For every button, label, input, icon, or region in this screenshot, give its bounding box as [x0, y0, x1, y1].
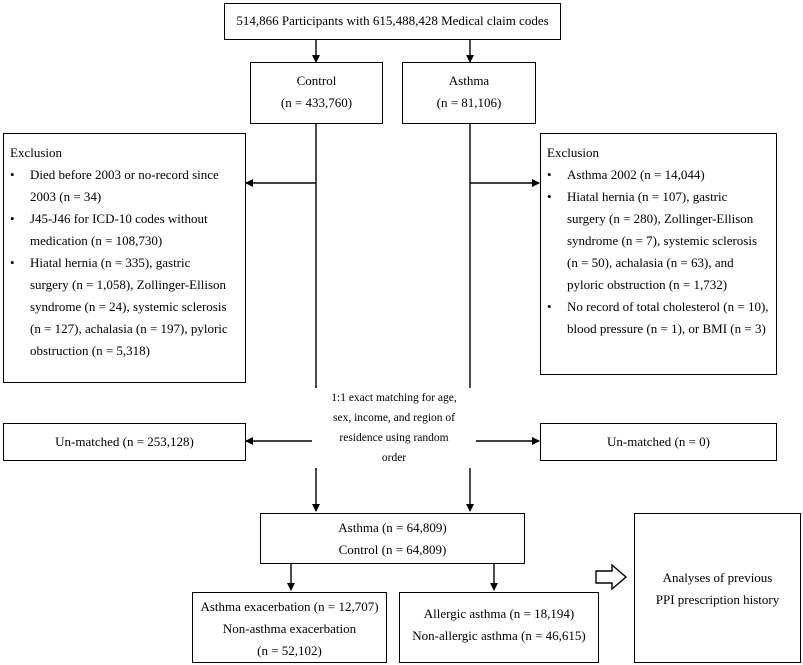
exclusion-left-item: Hiatal hernia (n = 335), gastric surgery… — [10, 252, 241, 362]
exclusion-left-item: Died before 2003 or no-record since 2003… — [10, 164, 241, 208]
control-box: Control (n = 433,760) — [250, 62, 383, 124]
asthma-label: Asthma — [448, 73, 490, 88]
exclusion-left-box: Exclusion Died before 2003 or no-record … — [3, 133, 246, 383]
unmatched-right-box: Un-matched (n = 0) — [540, 423, 777, 461]
allergic-box: Allergic asthma (n = 18,194) Non-allergi… — [399, 592, 599, 663]
exclusion-right-list: Asthma 2002 (n = 14,044) Hiatal hernia (… — [541, 164, 776, 340]
exclusion-right-box: Exclusion Asthma 2002 (n = 14,044) Hiata… — [540, 133, 777, 375]
exclusion-left-list: Died before 2003 or no-record since 2003… — [4, 164, 245, 362]
exclusion-right-title: Exclusion — [547, 145, 599, 160]
hollow-right-arrow-icon — [595, 563, 628, 591]
exclusion-left-item: J45-J46 for ICD-10 codes without medicat… — [10, 208, 241, 252]
exacerbation-box: Asthma exacerbation (n = 12,707) Non-ast… — [192, 592, 387, 663]
exclusion-right-item: No record of total cholesterol (n = 10),… — [547, 296, 772, 340]
participants-text: 514,866 Participants with 615,488,428 Me… — [236, 13, 549, 28]
asthma-box: Asthma (n = 81,106) — [402, 62, 536, 124]
analyses-box: Analyses of previous PPI prescription hi… — [634, 513, 801, 663]
control-label: Control — [296, 73, 337, 88]
exclusion-right-item: Asthma 2002 (n = 14,044) — [547, 164, 772, 186]
exclusion-right-item: Hiatal hernia (n = 107), gastric surgery… — [547, 186, 772, 296]
control-count: (n = 433,760) — [280, 95, 353, 110]
matched-control: Control (n = 64,809) — [338, 542, 447, 557]
unmatched-left-box: Un-matched (n = 253,128) — [3, 423, 246, 461]
matching-note: 1:1 exact matching for age, sex, income,… — [312, 388, 476, 468]
unmatched-right-text: Un-matched (n = 0) — [607, 434, 710, 449]
participants-box: 514,866 Participants with 615,488,428 Me… — [224, 3, 561, 40]
matched-box: Asthma (n = 64,809) Control (n = 64,809) — [260, 513, 525, 564]
exclusion-left-title: Exclusion — [10, 145, 62, 160]
matched-asthma: Asthma (n = 64,809) — [338, 520, 447, 535]
unmatched-left-text: Un-matched (n = 253,128) — [55, 434, 194, 449]
asthma-count: (n = 81,106) — [436, 95, 502, 110]
